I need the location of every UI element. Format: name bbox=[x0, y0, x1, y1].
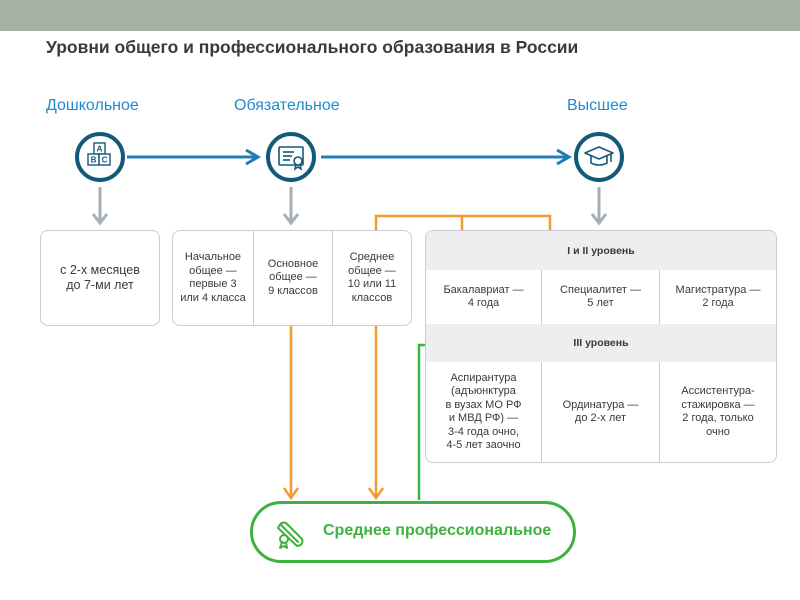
specialist-cell: Специалитет — 5 лет bbox=[560, 283, 641, 310]
vocational-box bbox=[250, 501, 576, 563]
preschool-age-text: с 2-х месяцев до 7-ми лет bbox=[60, 263, 140, 292]
general-education-box: Начальное общее — первые 3 или 4 класса … bbox=[172, 230, 412, 326]
higher-education-box: I и II уровень Бакалавриат — 4 года Спец… bbox=[425, 230, 777, 463]
level-higher-label: Высшее bbox=[567, 97, 628, 114]
svg-text:A: A bbox=[97, 145, 103, 154]
primary-general-cell: Начальное общее — первые 3 или 4 класса bbox=[180, 251, 246, 304]
level-preschool-label: Дошкольное bbox=[46, 97, 139, 114]
page-title: Уровни общего и профессионального образо… bbox=[46, 37, 579, 57]
basic-general-cell: Основное общее — 9 классов bbox=[267, 257, 319, 297]
level-1-2-band: I и II уровень bbox=[426, 231, 776, 270]
divider bbox=[659, 362, 660, 462]
abc-blocks-icon: A B C bbox=[75, 132, 125, 182]
level-mandatory-label: Обязательное bbox=[234, 97, 340, 114]
divider bbox=[541, 362, 542, 462]
timeline-arrowhead-2 bbox=[556, 148, 572, 166]
residency-cell: Ординатура — до 2-х лет bbox=[562, 398, 639, 425]
assistantship-cell: Ассистентура- стажировка — 2 года, тольк… bbox=[681, 385, 755, 438]
orange-arrows-to-vocational bbox=[282, 310, 385, 501]
svg-text:C: C bbox=[102, 156, 108, 165]
top-bar bbox=[0, 0, 800, 31]
svg-text:B: B bbox=[91, 156, 97, 165]
postgraduate-cell: Аспирантура (адъюнктура в вузах МО РФ и … bbox=[445, 371, 522, 452]
gray-down-arrows bbox=[91, 187, 608, 226]
vocational-label: Среднее профессиональное bbox=[323, 522, 552, 539]
divider bbox=[253, 231, 254, 325]
divider bbox=[332, 231, 333, 325]
divider bbox=[541, 270, 542, 324]
level-3-band: III уровень bbox=[426, 324, 776, 362]
preschool-box: с 2-х месяцев до 7-ми лет bbox=[40, 230, 160, 326]
certificate-icon bbox=[266, 132, 316, 182]
bachelor-cell: Бакалавриат — 4 года bbox=[443, 283, 524, 310]
divider bbox=[659, 270, 660, 324]
secondary-general-cell: Среднее общее — 10 или 11 классов bbox=[347, 251, 397, 304]
diploma-scroll-icon bbox=[273, 515, 309, 551]
graduation-cap-icon bbox=[574, 132, 624, 182]
master-cell: Магистратура — 2 года bbox=[675, 283, 761, 310]
timeline-arrowhead-1 bbox=[245, 148, 261, 166]
